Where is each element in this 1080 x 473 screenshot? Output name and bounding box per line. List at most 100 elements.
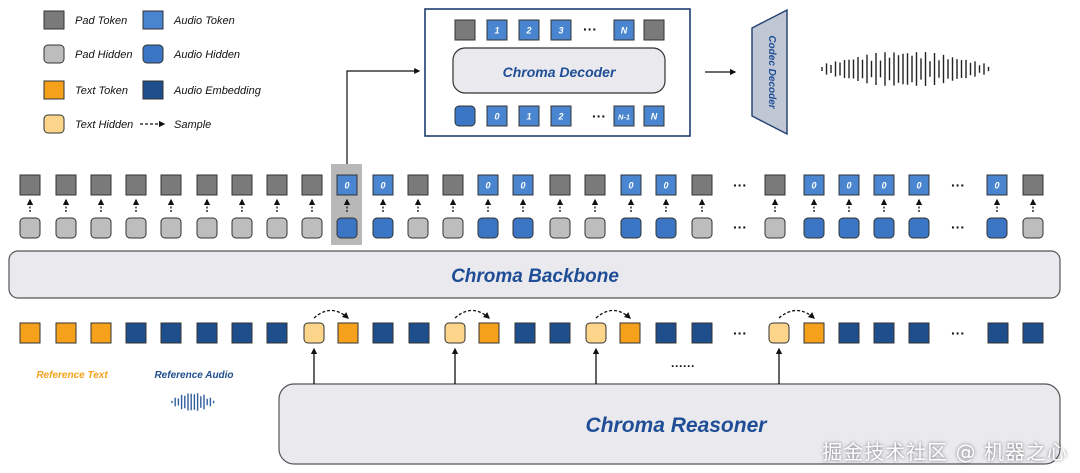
decoder-bottom-hidden [454, 105, 476, 127]
input-audio-embedding [655, 322, 677, 344]
decoder-top-token [550, 19, 572, 41]
hidden-pad-state [442, 217, 464, 239]
input-text-token [619, 322, 641, 344]
codec-decoder-label: Codec Decoder [766, 35, 777, 109]
output-audio-token [873, 174, 895, 196]
legend-pad-hidden-label: Pad Hidden [75, 49, 133, 61]
top-row-ellipsis-1: ··· [733, 177, 747, 193]
legend-sample-label: Sample [174, 119, 211, 131]
output-pad-token [549, 174, 571, 196]
output-audio-token-label: 0 [520, 181, 525, 191]
hidden-pad-state [584, 217, 606, 239]
output-audio-token [336, 174, 358, 196]
decoder-top-token-label: 2 [525, 26, 531, 36]
legend-audio-embedding-label: Audio Embedding [173, 85, 262, 97]
decoder-top-pad-start [454, 19, 476, 41]
legend-pad-token-label: Pad Token [75, 15, 127, 27]
hidden-row-ellipsis-2: ··· [951, 219, 965, 235]
reasoner-six-dots: ······ [671, 359, 695, 373]
output-pad-token [55, 174, 77, 196]
output-pad-token [19, 174, 41, 196]
decoder-top-token-label: N [621, 26, 628, 36]
output-audio-token-label: 0 [380, 181, 385, 191]
decoder-bottom-token-label: 1 [526, 112, 531, 122]
input-audio-embedding [160, 322, 182, 344]
output-pad-token [584, 174, 606, 196]
output-audio-token-label: 0 [663, 181, 668, 191]
output-audio-token [803, 174, 825, 196]
input-audio-embedding [372, 322, 394, 344]
hidden-audio-state [873, 217, 895, 239]
legend: Pad Token Pad Hidden Text Token Text Hid… [43, 10, 262, 134]
decoder-bottom-token [518, 105, 540, 127]
hidden-pad-state [231, 217, 253, 239]
input-text-token [90, 322, 112, 344]
legend-audio-embedding-swatch [142, 80, 164, 100]
decoder-bottom-token [486, 105, 508, 127]
decoder-bottom-token-label: 2 [557, 112, 563, 122]
input-text-token [803, 322, 825, 344]
decoder-input-arrow [346, 68, 421, 164]
hidden-audio-state [512, 217, 534, 239]
legend-pad-hidden-swatch [43, 44, 65, 64]
legend-text-token-swatch [43, 80, 65, 100]
hidden-pad-state [90, 217, 112, 239]
hidden-audio-state [803, 217, 825, 239]
output-audio-token [512, 174, 534, 196]
input-audio-embedding [266, 322, 288, 344]
hidden-audio-state [336, 217, 358, 239]
reasoner-arrows [310, 347, 783, 384]
output-audio-token [477, 174, 499, 196]
hidden-audio-state [908, 217, 930, 239]
decoder-bottom-token-label: N-1 [618, 113, 630, 122]
legend-audio-token-swatch [142, 10, 164, 30]
legend-pad-token-swatch [43, 10, 65, 30]
input-audio-embedding [231, 322, 253, 344]
hidden-audio-state [838, 217, 860, 239]
backbone-title: Chroma Backbone [451, 266, 619, 287]
output-pad-token [442, 174, 464, 196]
output-waveform [821, 52, 990, 86]
output-pad-token [407, 174, 429, 196]
input-audio-embedding [691, 322, 713, 344]
sample-arrow [778, 309, 815, 319]
hidden-pad-state [1022, 217, 1044, 239]
input-text-hidden [444, 322, 466, 344]
output-pad-token [301, 174, 323, 196]
output-audio-token-label: 0 [846, 181, 851, 191]
hidden-pad-state [301, 217, 323, 239]
output-audio-token-label: 0 [344, 181, 349, 191]
output-audio-token [620, 174, 642, 196]
hidden-pad-state [196, 217, 218, 239]
decoder-top-ellipsis: ··· [583, 21, 597, 37]
output-audio-token [908, 174, 930, 196]
reference-audio-label: Reference Audio [154, 370, 233, 381]
legend-text-hidden-swatch [43, 114, 65, 134]
output-audio-token [655, 174, 677, 196]
hidden-row-ellipsis-1: ··· [733, 219, 747, 235]
output-audio-token [986, 174, 1008, 196]
output-pad-token [125, 174, 147, 196]
hidden-pad-state [55, 217, 77, 239]
output-pad-token [691, 174, 713, 196]
hidden-audio-state [655, 217, 677, 239]
input-text-token [19, 322, 41, 344]
legend-text-hidden-label: Text Hidden [75, 119, 133, 131]
reference-audio-waveform [171, 393, 215, 411]
sample-arrows [313, 309, 815, 319]
hidden-audio-state [477, 217, 499, 239]
legend-audio-hidden-label: Audio Hidden [173, 49, 240, 61]
decoder-bottom-token-label: N [651, 112, 658, 122]
reasoner-box [278, 383, 1061, 465]
input-audio-embedding [838, 322, 860, 344]
decoder-top-token [518, 19, 540, 41]
decoder-top-pad-end [643, 19, 665, 41]
input-text-hidden [303, 322, 325, 344]
input-audio-embedding [549, 322, 571, 344]
output-audio-token-label: 0 [811, 181, 816, 191]
input-text-token [478, 322, 500, 344]
output-pad-token [764, 174, 786, 196]
